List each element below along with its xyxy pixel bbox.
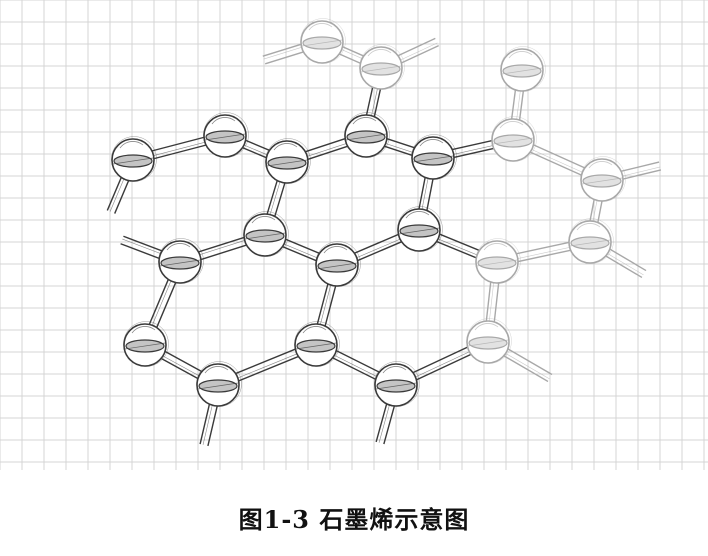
carbon-atom [111,136,157,182]
atom-sketch-ring [359,44,405,90]
carbon-atom [294,321,340,367]
carbon-atom [500,46,546,92]
carbon-atom [411,134,457,180]
atom-highlight [588,161,613,169]
carbon-atom [374,361,420,407]
atom-hatch [197,382,239,390]
atom-hatch [398,227,440,235]
atom-sketch-ring [411,134,457,180]
atom-sketch-ring [466,318,512,364]
atom-sphere [491,118,535,162]
atom-sketch-ring [196,361,242,407]
atom-highlight [508,51,533,59]
atom-hatch [412,155,454,163]
atom-highlight [273,143,298,151]
carbon-atom [344,112,390,158]
atom-sketch-ring [294,321,340,367]
carbon-atom [580,156,626,202]
atom-hatch [581,177,623,185]
atom-sphere [500,48,544,92]
atom-hatch [345,133,387,141]
atom-sketch-ring [344,112,390,158]
atom-sketch-ring [300,18,346,64]
atom-sketch-ring [491,116,537,162]
atom-sketch-ring [397,206,443,252]
carbon-atom [203,112,249,158]
atom-highlight [204,366,229,374]
atom-sketch-ring [123,321,169,367]
atom-sphere [568,220,612,264]
carbon-atom [475,238,521,284]
atom-hatch [316,262,358,270]
atom-highlight [382,366,407,374]
atom-hatch [112,157,154,165]
carbon-atom [397,206,443,252]
atom-highlight [576,223,601,231]
atom-hatch [266,159,308,167]
atom-highlight [308,23,333,31]
carbon-atom [243,211,289,257]
atom-hatch [301,39,343,47]
atom-hatch [467,339,509,347]
carbon-atom [491,116,537,162]
atom-hatch [501,67,543,75]
atom-highlight [119,141,144,149]
atom-highlight [251,216,276,224]
atom-hatch [204,133,246,141]
atom-highlight [323,246,348,254]
atom-highlight [367,49,392,57]
atom-sketch-ring [580,156,626,202]
atom-sphere [580,158,624,202]
atom-sketch-ring [500,46,546,92]
atom-highlight [419,139,444,147]
atom-sketch-ring [158,238,204,284]
atom-hatch [569,239,611,247]
atom-highlight [352,117,377,125]
atom-hatch [476,259,518,267]
figure-caption: 图1-3 石墨烯示意图 [238,505,470,534]
carbon-atom [466,318,512,364]
atom-sphere [466,320,510,364]
atom-highlight [474,323,499,331]
atom-sketch-ring [568,218,614,264]
carbon-atoms [111,18,626,407]
carbon-atom [265,138,311,184]
carbon-atom [359,44,405,90]
atom-highlight [131,326,156,334]
carbon-atom [315,241,361,287]
atom-sphere [300,20,344,64]
atom-hatch [244,232,286,240]
atom-highlight [483,243,508,251]
atom-highlight [166,243,191,251]
atom-sketch-ring [475,238,521,284]
atom-highlight [499,121,524,129]
atom-hatch [360,65,402,73]
atom-hatch [159,259,201,267]
atom-sketch-ring [203,112,249,158]
atom-sphere [359,46,403,90]
graphene-sketch-figure [0,0,708,470]
carbon-atom [123,321,169,367]
atom-sketch-ring [374,361,420,407]
atom-sketch-ring [111,136,157,182]
atom-hatch [375,382,417,390]
atom-highlight [211,117,236,125]
atom-sketch-ring [315,241,361,287]
atom-highlight [302,326,327,334]
atom-highlight [405,211,430,219]
atom-sketch-ring [265,138,311,184]
atom-hatch [295,342,337,350]
atom-hatch [124,342,166,350]
atom-sphere [475,240,519,284]
carbon-atom [300,18,346,64]
atom-sketch-ring [243,211,289,257]
atom-hatch [492,137,534,145]
carbon-atom [568,218,614,264]
carbon-atom [158,238,204,284]
carbon-atom [196,361,242,407]
